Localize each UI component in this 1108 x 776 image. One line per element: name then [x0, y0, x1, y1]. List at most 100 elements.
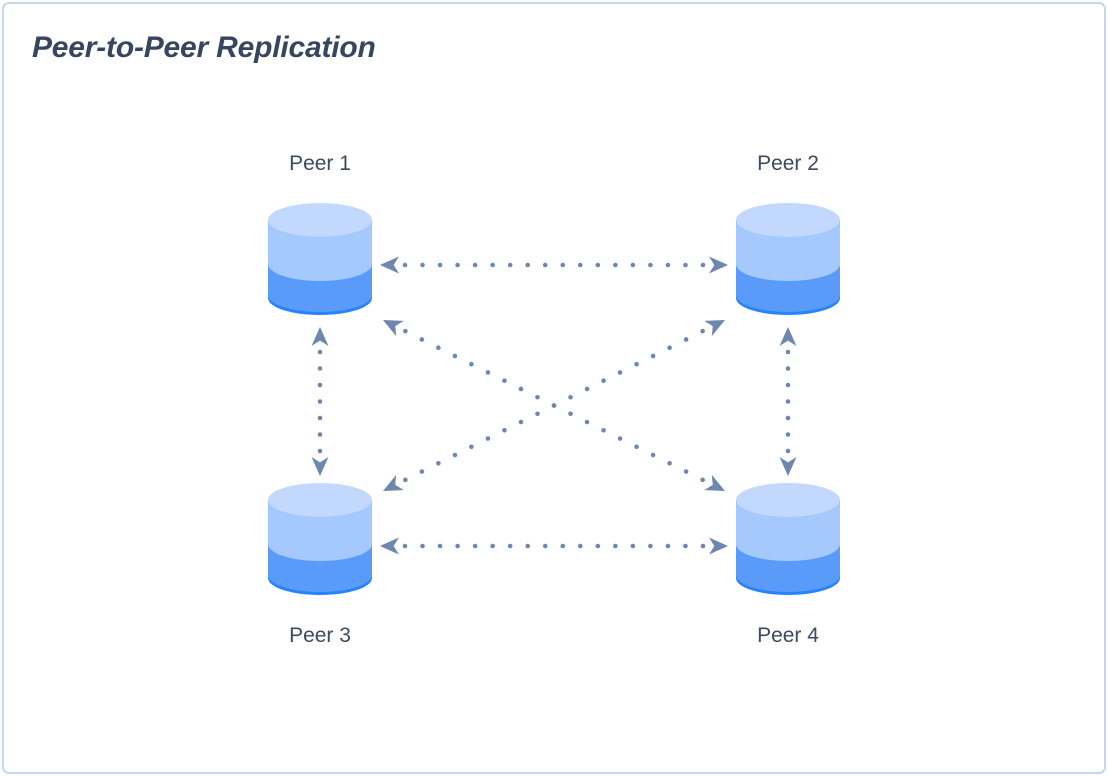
connector-peer3-peer4 [380, 537, 728, 555]
page-title: Peer-to-Peer Replication [32, 31, 376, 64]
node-label-peer2: Peer 2 [757, 152, 819, 175]
node-peer1[interactable]: Peer 1 [268, 153, 372, 315]
connector-dot [785, 366, 791, 371]
connector-dot [634, 444, 639, 450]
arrowhead-icon [311, 327, 329, 346]
connector-dot [650, 353, 656, 359]
connector-dot [560, 543, 566, 549]
arrowhead-icon [704, 474, 725, 491]
connector-dot [601, 378, 606, 384]
connector-dot [455, 543, 460, 549]
connector-dot [317, 448, 323, 454]
connector-dot [634, 361, 639, 367]
connector-dot [317, 415, 323, 421]
connector-dot [420, 543, 425, 549]
connector-dot [402, 543, 408, 549]
connector-dot [577, 262, 583, 268]
connector-dot [785, 399, 791, 404]
node-peer2[interactable]: Peer 2 [736, 153, 840, 315]
connector-dot [317, 366, 323, 371]
connector-dot [502, 378, 507, 384]
arrowhead-icon [380, 256, 399, 274]
connector-dot [419, 469, 425, 474]
arrowhead-icon [709, 537, 728, 555]
connector-dot [630, 543, 636, 549]
connector-dot [419, 337, 425, 342]
connector-dot [683, 337, 689, 342]
connector-dot [507, 262, 513, 268]
arrowhead-icon [383, 320, 404, 337]
connector-dot [437, 262, 443, 268]
connector-dot [535, 411, 540, 417]
connector-dot [595, 543, 601, 549]
connector-dot [485, 370, 491, 375]
connector-dot [535, 394, 540, 400]
node-label-peer4: Peer 4 [757, 624, 819, 647]
connector-dot [630, 262, 636, 268]
connector-dot [452, 353, 458, 359]
connector-dot [667, 461, 672, 466]
database-cylinder-icon [268, 483, 372, 595]
connector-dot [560, 262, 566, 268]
connector-peer1-peer3 [311, 327, 329, 476]
connector-dot [542, 543, 548, 549]
connector-dot [601, 427, 606, 433]
arrowhead-icon [311, 457, 329, 476]
connector-dot [665, 543, 671, 549]
arrowhead-icon [709, 256, 728, 274]
node-label-peer1: Peer 1 [289, 152, 351, 175]
connector-dot [437, 543, 443, 549]
database-cylinder-icon [736, 483, 840, 595]
connector-dot [665, 262, 671, 268]
connector-dot [577, 543, 583, 549]
connector-dot [317, 432, 323, 437]
connector-dot [469, 361, 474, 367]
connector-dot [617, 436, 623, 441]
arrowhead-icon [380, 537, 399, 555]
connector-dot [667, 345, 672, 351]
connector-dot [420, 262, 425, 268]
connector-dot [507, 543, 513, 549]
connector-dot [518, 419, 524, 425]
connector-peer2-peer3 [383, 320, 725, 491]
connector-dot [648, 543, 653, 549]
connector-dot [568, 411, 573, 417]
connector-dot [683, 469, 689, 474]
connector-dot [402, 262, 408, 268]
connector-dot [700, 543, 706, 549]
connector-dot [469, 444, 474, 450]
connector-dot [617, 370, 623, 375]
connector-dot [613, 262, 618, 268]
connector-dot [490, 262, 495, 268]
connector-dot [502, 427, 507, 433]
connector-dot [700, 328, 705, 334]
connector-dot [403, 328, 408, 334]
connector-dot [455, 262, 460, 268]
connector-dot [436, 345, 441, 351]
connector-dot [525, 543, 531, 549]
connector-dot [317, 349, 323, 355]
connector-dot [785, 349, 791, 355]
connector-dot [584, 419, 590, 425]
connector-dot [403, 477, 408, 483]
node-peer4[interactable]: Peer 4 [736, 483, 840, 646]
node-label-peer3: Peer 3 [289, 624, 351, 647]
connector-dot [613, 543, 618, 549]
connector-peer1-peer2 [380, 256, 728, 274]
connector-dot [317, 382, 323, 388]
connector-dot [683, 543, 688, 549]
connector-dot [551, 403, 557, 408]
connector-dot [683, 262, 688, 268]
database-cylinder-icon [268, 203, 372, 315]
arrowhead-icon [779, 327, 797, 346]
node-peer3[interactable]: Peer 3 [268, 483, 372, 646]
connector-dot [584, 386, 590, 392]
connector-dot [785, 448, 791, 454]
arrowhead-icon [383, 474, 404, 491]
connector-dot [452, 452, 458, 458]
connector-dot [472, 543, 478, 549]
arrowhead-icon [704, 320, 725, 337]
